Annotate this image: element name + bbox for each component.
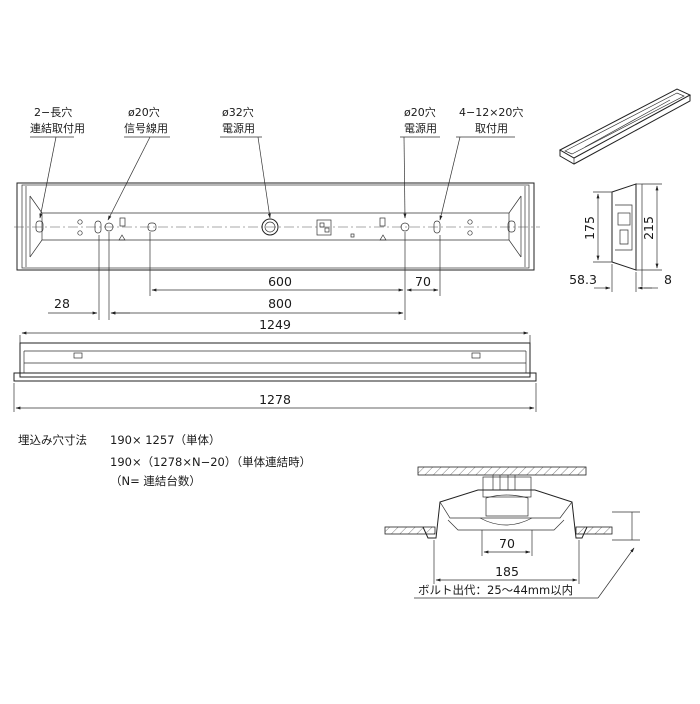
cutout-line3: （N= 連結台数） [110,474,201,488]
callout-mounting-bottom: 取付用 [475,122,508,135]
callout-power32-bottom: 電源用 [222,121,255,135]
callout-long-slot-bottom: 連結取付用 [30,121,85,135]
callout-power20-bottom: 電源用 [404,121,437,135]
dim-185: 185 [495,564,519,579]
dim-58-3: 58.3 [569,272,597,287]
callout-signal-hole: ø20穴 信号線用 [107,105,170,221]
callout-signal-hole-bottom: 信号線用 [124,121,168,135]
callout-power-hole-32: ø32穴 電源用 [220,105,271,219]
dim-70-top: 70 [415,274,431,289]
callout-power32-top: ø32穴 [222,105,254,119]
isometric-view [558,88,692,165]
callout-long-slot-top: 2−長穴 [34,105,72,119]
top-view-dimensions: 600 70 28 800 [48,232,441,320]
dim-1278: 1278 [259,392,291,407]
end-view: 175 215 58.3 8 [569,183,672,292]
top-view [14,182,540,271]
bolt-note: ボルト出代：25〜44mm以内 [418,583,573,597]
dim-8: 8 [664,272,672,287]
installation-section: 70 185 ボルト出代：25〜44mm以内 [384,466,640,599]
dim-1249: 1249 [259,317,291,332]
dim-600: 600 [268,274,292,289]
dim-28: 28 [54,296,70,311]
side-view: 1249 1278 [13,317,537,412]
dim-800: 800 [268,296,292,311]
callout-power20-top: ø20穴 [404,105,436,119]
callout-mounting-top: 4−12×20穴 [459,105,523,119]
cutout-line1: 190× 1257（単体） [110,433,221,447]
dim-215: 215 [641,216,656,240]
callout-mounting-holes: 4−12×20穴 取付用 [439,105,523,221]
cutout-label: 埋込み穴寸法 [18,433,87,447]
callout-signal-hole-top: ø20穴 [128,105,160,119]
dim-175: 175 [582,216,597,240]
callout-power-hole-20: ø20穴 電源用 [400,105,440,219]
dim-70-section: 70 [499,536,515,551]
callout-long-slot: 2−長穴 連結取付用 [30,105,85,219]
cutout-line2: 190×（1278×N−20）（単体連結時） [110,455,311,469]
cutout-notes: 埋込み穴寸法 190× 1257（単体） 190×（1278×N−20）（単体連… [18,433,311,488]
